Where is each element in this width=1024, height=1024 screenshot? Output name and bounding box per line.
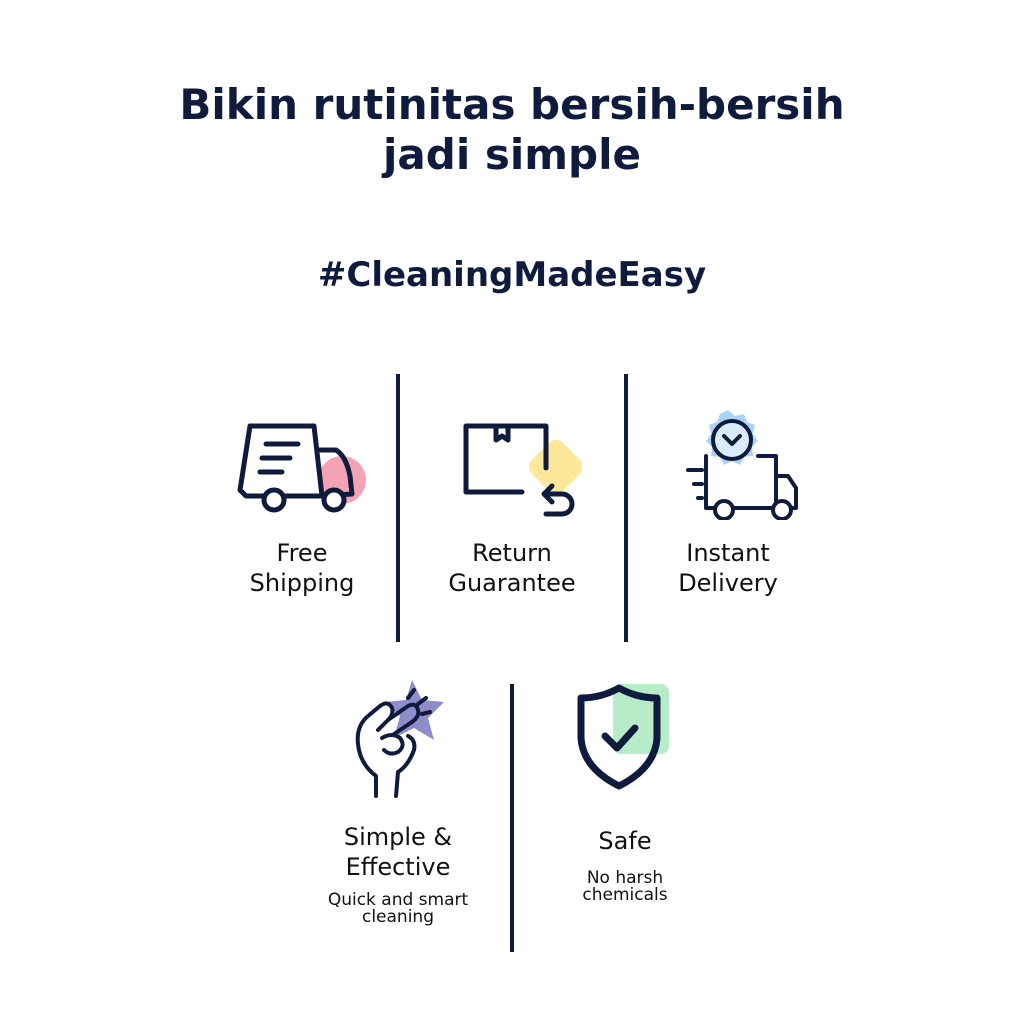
- headline: Bikin rutinitas bersih-bersih jadi simpl…: [0, 80, 1024, 180]
- safe-sub-1: No harsh: [586, 868, 664, 888]
- simple-effective-title: Simple & Effective: [298, 822, 498, 882]
- hashtag: #CleaningMadeEasy: [317, 255, 707, 295]
- return-guarantee-line-2: Guarantee: [448, 569, 576, 597]
- feature-free-shipping: Free Shipping: [212, 420, 392, 598]
- finger-snap-icon: [355, 680, 444, 798]
- instant-delivery-line-2: Delivery: [678, 569, 778, 597]
- divider-2: [624, 374, 628, 642]
- simple-effective-sub-1: Quick and smart: [327, 890, 469, 910]
- headline-line-2: jadi simple: [383, 130, 641, 179]
- shield-check-icon: [577, 684, 669, 790]
- return-box-icon: [463, 423, 582, 517]
- free-shipping-line-1: Free: [276, 539, 328, 567]
- safe-title: Safe: [535, 826, 715, 856]
- feature-simple-effective: Simple & Effective Quick and smart clean…: [298, 676, 498, 926]
- divider-3: [510, 684, 514, 952]
- simple-effective-line-2: Effective: [345, 853, 451, 881]
- delivery-truck-icon: [237, 423, 366, 513]
- simple-effective-sub-2: cleaning: [361, 907, 434, 927]
- safe-sub-2: chemicals: [582, 885, 668, 905]
- return-guarantee-title: Return Guarantee: [422, 538, 602, 598]
- free-shipping-title: Free Shipping: [212, 538, 392, 598]
- instant-delivery-title: Instant Delivery: [638, 538, 818, 598]
- clock-truck-icon: [686, 410, 798, 520]
- simple-effective-line-1: Simple &: [343, 823, 453, 851]
- return-guarantee-line-1: Return: [472, 539, 552, 567]
- feature-safe: Safe No harsh chemicals: [535, 684, 715, 904]
- safe-subtitle: No harsh chemicals: [535, 870, 715, 904]
- feature-instant-delivery: Instant Delivery: [638, 408, 818, 598]
- simple-effective-subtitle: Quick and smart cleaning: [298, 892, 498, 926]
- safe-line-1: Safe: [598, 827, 652, 855]
- divider-1: [396, 374, 400, 642]
- free-shipping-line-2: Shipping: [249, 569, 355, 597]
- feature-return-guarantee: Return Guarantee: [422, 420, 602, 598]
- instant-delivery-line-1: Instant: [686, 539, 770, 567]
- headline-line-1: Bikin rutinitas bersih-bersih: [179, 80, 845, 129]
